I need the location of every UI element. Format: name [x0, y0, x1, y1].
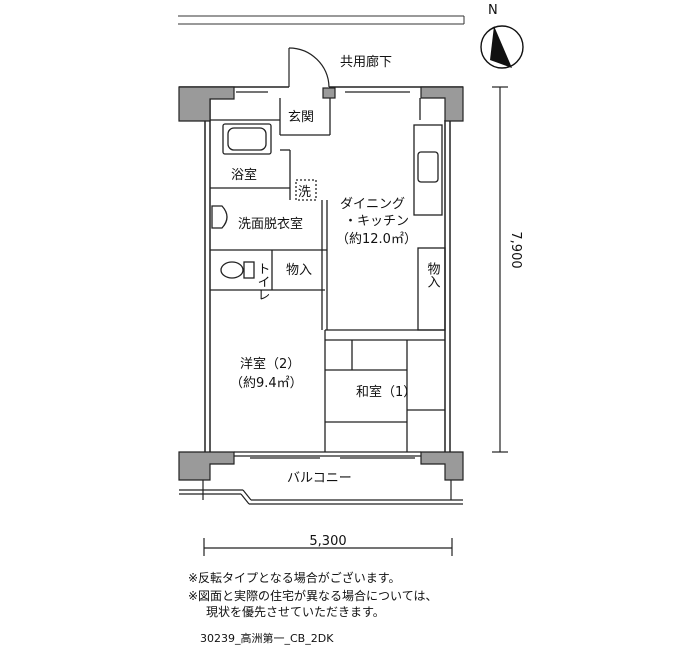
note-priority: 現状を優先させていただきます。 [206, 605, 385, 619]
western-area-label: （約9.4㎡） [230, 376, 303, 391]
entrance-label: 玄関 [288, 110, 314, 125]
width-dimension-label: 5,300 [309, 534, 346, 549]
dk-label-line2: ・キッチン [344, 214, 409, 229]
depth-dimension-label: 7,900 [508, 231, 523, 268]
interior-walls [210, 98, 446, 452]
balcony-outline [179, 451, 463, 505]
balcony-label: バルコニー [287, 471, 352, 486]
corridor-lines [178, 15, 465, 25]
window-marks [236, 91, 415, 459]
plan-code: 30239_高洲第一_CB_2DK [200, 632, 334, 645]
western-room-label: 洋室（2） [240, 356, 300, 372]
corridor-label: 共用廊下 [340, 54, 392, 70]
dk-area-label: （約12.0㎡） [336, 232, 417, 247]
dk-label-line1: ダイニング [340, 197, 405, 212]
note-reversed-type: ※反転タイプとなる場合がございます。 [188, 571, 401, 585]
washroom-label: 洗面脱衣室 [238, 216, 303, 232]
bath-label: 浴室 [231, 167, 257, 183]
storage-right-label: 物入 [425, 262, 441, 288]
depth-dimension [492, 86, 508, 453]
structural-columns [178, 86, 464, 481]
entrance-door [288, 47, 330, 88]
toilet-label: トイレ [255, 262, 270, 301]
north-compass-icon [480, 25, 524, 69]
washer-label: 洗 [298, 185, 311, 200]
width-dimension [203, 538, 453, 556]
north-mark: N [488, 3, 498, 18]
japanese-room-label: 和室（1） [356, 384, 416, 400]
note-difference: ※図面と実際の住宅が異なる場合については、 [188, 589, 438, 603]
storage-center-label: 物入 [286, 263, 312, 278]
